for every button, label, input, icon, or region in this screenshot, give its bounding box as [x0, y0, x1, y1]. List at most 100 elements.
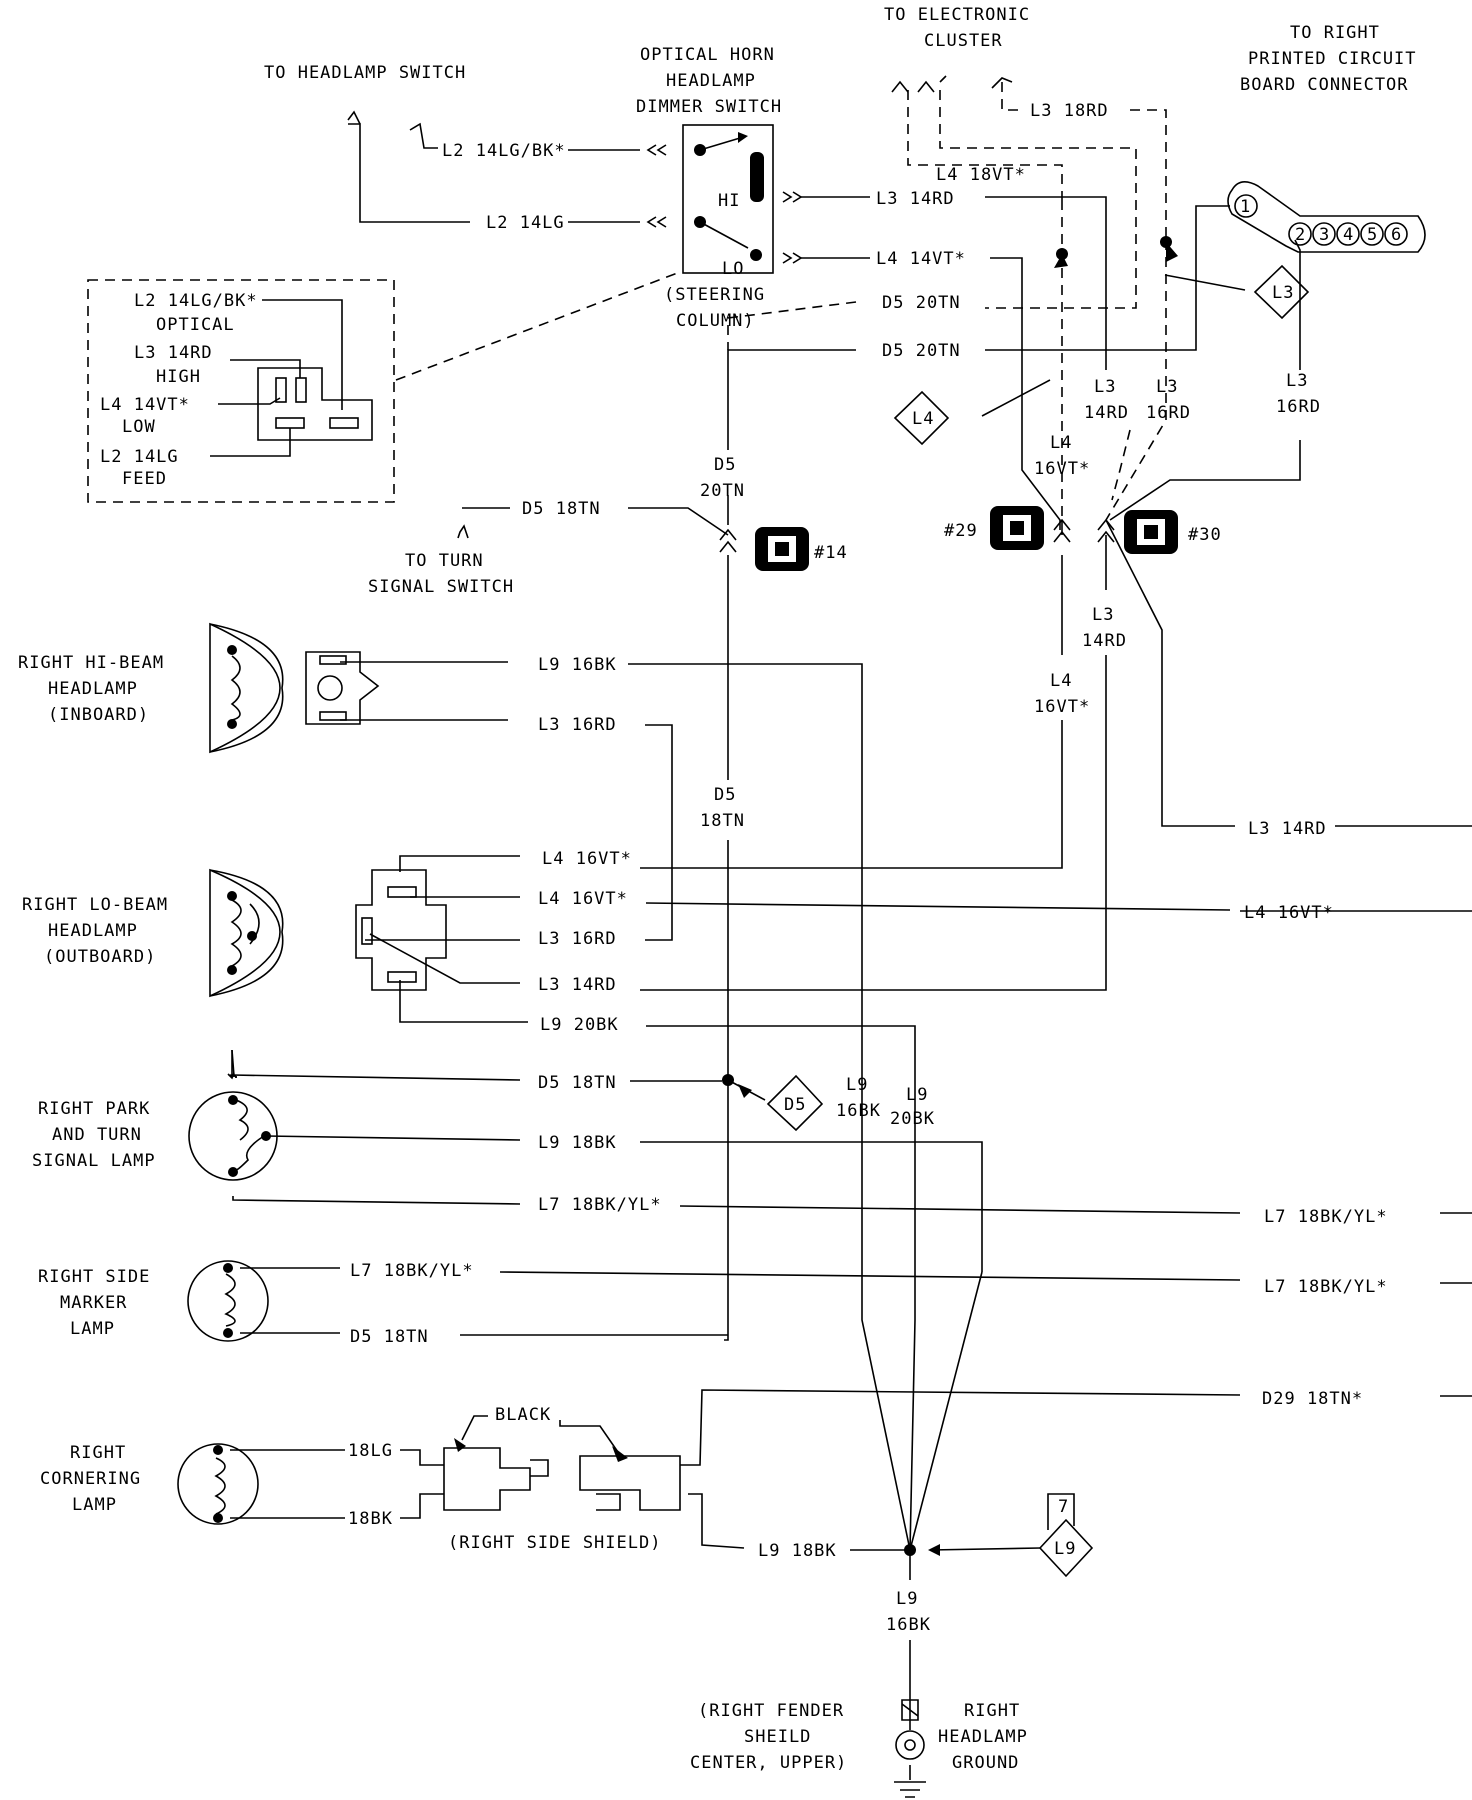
- pcb-pin-2: 2: [1295, 225, 1306, 245]
- wire-l3-14rd-v2-2: 14RD: [1082, 631, 1127, 651]
- steering-column-label-1: (STEERING: [664, 285, 765, 305]
- wire-pt-l9: L9 18BK: [538, 1133, 617, 1153]
- inset-dimmer-connector: [210, 299, 373, 457]
- wire-right-l7b: L7 18BK/YL*: [1264, 1277, 1388, 1297]
- wire-d5-20tn-v-2: 20TN: [700, 481, 745, 501]
- park-label-1: RIGHT PARK: [38, 1099, 150, 1119]
- pcb-pin-5: 5: [1367, 225, 1378, 245]
- wire-right-d29: D29 18TN*: [1262, 1389, 1363, 1409]
- lo-beam-lamp: [209, 868, 447, 998]
- turn-signal-label-2: SIGNAL SWITCH: [368, 577, 514, 597]
- dimmer-switch: [646, 124, 803, 274]
- pcb-pin-4: 4: [1343, 225, 1354, 245]
- pcb-pin-6: 6: [1391, 225, 1402, 245]
- connector-29: [990, 506, 1044, 550]
- wire-l3-16rd-v2-2: 16RD: [1276, 397, 1321, 417]
- inset-l4-low-2: LOW: [122, 417, 156, 437]
- cornering-label-2: CORNERING: [40, 1469, 141, 1489]
- park-label-3: SIGNAL LAMP: [32, 1151, 156, 1171]
- inset-l3-high-1: L3 14RD: [134, 343, 213, 363]
- inset-l2-feed-2: FEED: [122, 469, 167, 489]
- wire-l3-14rd-top: L3 14RD: [876, 189, 955, 209]
- inset-l2-feed-1: L2 14LG: [100, 447, 179, 467]
- wire-l9-16bk-v-2: 16BK: [836, 1101, 881, 1121]
- text-layer: TO HEADLAMP SWITCH OPTICAL HORN HEADLAMP…: [18, 5, 1416, 1773]
- wire-pt-d5: D5 18TN: [538, 1073, 617, 1093]
- connector-30: [1124, 510, 1178, 554]
- ground-symbol: [895, 1699, 925, 1760]
- wire-pt-l7: L7 18BK/YL*: [538, 1195, 662, 1215]
- wire-sm-l7: L7 18BK/YL*: [350, 1261, 474, 1281]
- inset-l3-high-2: HIGH: [156, 367, 201, 387]
- wire-l9-20bk-v-2: 20BK: [890, 1109, 935, 1129]
- cornering-label-3: LAMP: [72, 1495, 117, 1515]
- park-label-2: AND TURN: [52, 1125, 142, 1145]
- wire-gnd-l9-2: 16BK: [886, 1615, 931, 1635]
- wire-d5-20tn-v-1: D5: [714, 455, 736, 475]
- splice-diamonds: [766, 264, 1310, 1578]
- wire-hb-l3: L3 16RD: [538, 715, 617, 735]
- wire-l4-16vt-v1-2: 16VT*: [1034, 459, 1090, 479]
- inline-connectors: [719, 518, 1115, 553]
- wire-l3-16rd-v2-1: L3: [1286, 371, 1308, 391]
- steering-column-label-2: COLUMN): [676, 311, 755, 331]
- wire-c-18bk: 18BK: [348, 1509, 393, 1529]
- turn-signal-label-1: TO TURN: [405, 551, 484, 571]
- wire-l3-18rd: L3 18RD: [1030, 101, 1109, 121]
- wire-l3-14rd-v-2: 14RD: [1084, 403, 1129, 423]
- wire-layer: [227, 110, 1472, 1798]
- connector-14-label: #14: [814, 543, 848, 563]
- wire-l2-14lg: L2 14LG: [486, 213, 565, 233]
- cluster-terminals: [891, 75, 1013, 93]
- marker-label-2: MARKER: [60, 1293, 127, 1313]
- lo-beam-label-2: HEADLAMP: [48, 921, 138, 941]
- splice-dots: [722, 236, 1178, 1556]
- ground-label-1: RIGHT: [964, 1701, 1020, 1721]
- wire-l4-16vt-v2-2: 16VT*: [1034, 697, 1090, 717]
- cornering-label-1: RIGHT: [70, 1443, 126, 1463]
- dimmer-switch-label-1: OPTICAL HORN: [640, 45, 775, 65]
- wire-hb-l9: L9 16BK: [538, 655, 617, 675]
- fender-label-2: SHEILD: [744, 1727, 811, 1747]
- wire-right-l7a: L7 18BK/YL*: [1264, 1207, 1388, 1227]
- fender-label-1: (RIGHT FENDER: [698, 1701, 844, 1721]
- cornering-lamp: [177, 1443, 259, 1525]
- black-label: BLACK: [495, 1405, 551, 1425]
- wire-l2-14lgbk: L2 14LG/BK*: [442, 141, 566, 161]
- dimmer-switch-label-2: HEADLAMP: [666, 71, 756, 91]
- ground-label-2: HEADLAMP: [938, 1727, 1028, 1747]
- side-marker-lamp: [187, 1260, 269, 1342]
- wire-l3-14rd-v-1: L3: [1094, 377, 1116, 397]
- pcb-pin-3: 3: [1319, 225, 1330, 245]
- ground-label-3: GROUND: [952, 1753, 1019, 1773]
- wire-d5-18tn-v-2: 18TN: [700, 811, 745, 831]
- inset-l2-optical-1: L2 14LG/BK*: [134, 291, 258, 311]
- wire-l9-16bk-v-1: L9: [846, 1075, 868, 1095]
- wire-c-18lg: 18LG: [348, 1441, 393, 1461]
- connector-29-label: #29: [944, 521, 978, 541]
- pcb-label-3: BOARD CONNECTOR: [1240, 75, 1409, 95]
- cornering-connectors: [443, 1415, 681, 1511]
- wire-lb-l9: L9 20BK: [540, 1015, 619, 1035]
- cluster-label-2: CLUSTER: [924, 31, 1003, 51]
- wire-lb-l3b: L3 14RD: [538, 975, 617, 995]
- splice-d5-label: D5: [784, 1095, 806, 1115]
- pcb-label-1: TO RIGHT: [1290, 23, 1380, 43]
- wire-gnd-l9-1: L9: [896, 1589, 918, 1609]
- hi-beam-label-1: RIGHT HI-BEAM: [18, 653, 164, 673]
- wire-l4-14vt-top: L4 14VT*: [876, 249, 966, 269]
- inset-l2-optical-2: OPTICAL: [156, 315, 235, 335]
- splice-l4-label: L4: [912, 409, 934, 429]
- marker-label-3: LAMP: [70, 1319, 115, 1339]
- wire-d5-18tn-ts: D5 18TN: [522, 499, 601, 519]
- wire-right-l3: L3 14RD: [1248, 819, 1327, 839]
- wire-d5-20tn-a: D5 20TN: [882, 293, 961, 313]
- inset-l4-low-1: L4 14VT*: [100, 395, 190, 415]
- hi-beam-label-2: HEADLAMP: [48, 679, 138, 699]
- switch-lo: LO: [722, 259, 744, 279]
- wire-l4-16vt-v2-1: L4: [1050, 671, 1072, 691]
- hi-beam-lamp: [209, 622, 380, 754]
- wire-sm-d5: D5 18TN: [350, 1327, 429, 1347]
- wire-l4-16vt-v1-1: L4: [1050, 433, 1072, 453]
